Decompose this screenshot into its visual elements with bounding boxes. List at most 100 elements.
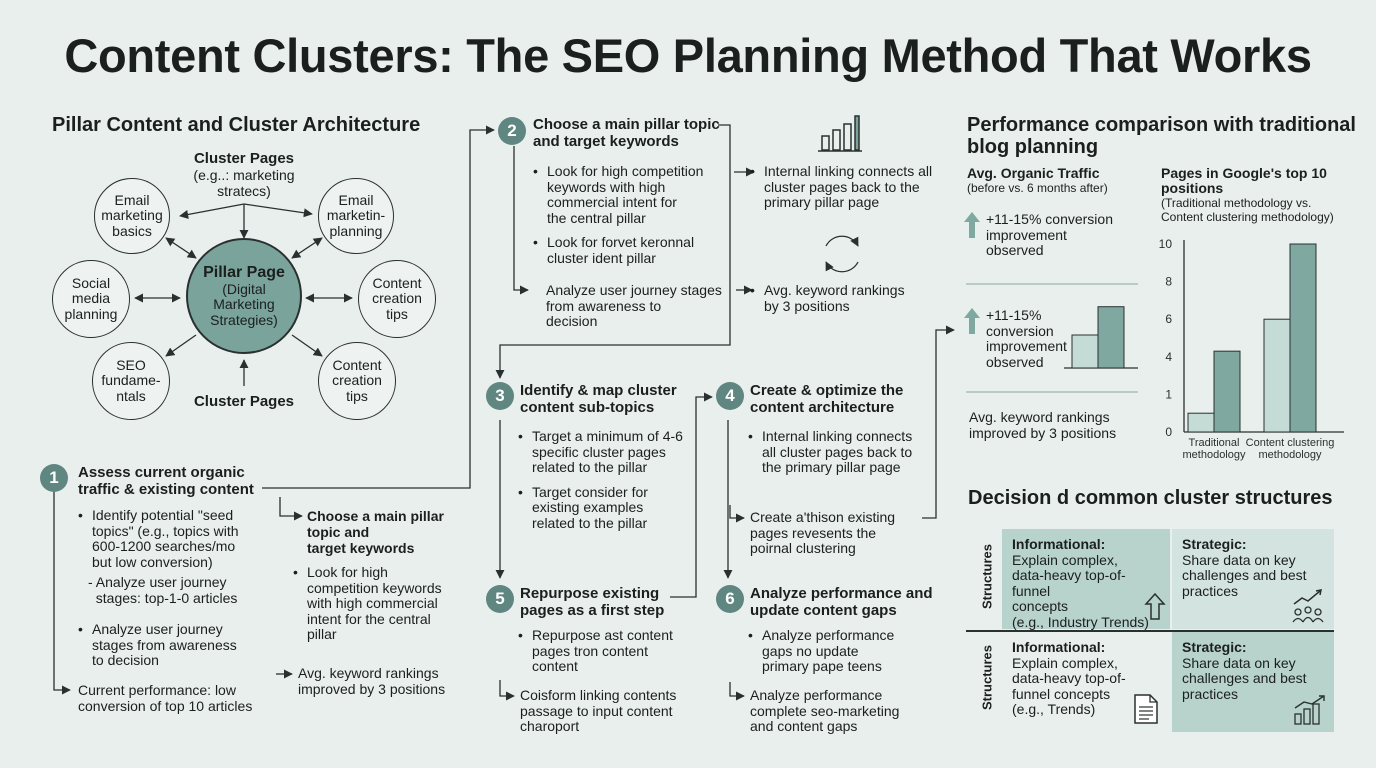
step-6-tail: Analyze performance complete seo-marketi… — [750, 687, 900, 734]
step-4-title: Create & optimize the content architectu… — [750, 382, 904, 416]
step-6-bullet-1: Analyze performance gaps no update prima… — [748, 627, 928, 675]
growth-chart-icon — [1294, 695, 1325, 725]
step-5-bullet-1: Repurpose ast content pages tron content… — [518, 627, 698, 675]
step-4-list: Internal linking connects all cluster pa… — [748, 428, 928, 485]
decision-divider — [966, 630, 1334, 632]
side-1-title: Choose a main pillar topic and target ke… — [307, 508, 444, 556]
step-1-list-2: Analyze user journey stages from awarene… — [78, 621, 268, 678]
traffic-sub: (before vs. 6 months after) — [967, 181, 1108, 195]
cluster-pages-top-sub: (e.g..: marketing stratecs) — [193, 167, 295, 199]
stat-2-text: +11-15% conversion improvement observed — [986, 307, 1067, 370]
info-2-text: Explain complex, data-heavy top-of- funn… — [1012, 654, 1126, 717]
y-tick-label: 0 — [1165, 425, 1172, 439]
side-2-bullet-2: Avg. keyword rankings by 3 positions — [750, 282, 950, 314]
row-label-2-text: Structures — [979, 644, 995, 711]
x-tick-label: Traditional — [1189, 437, 1240, 449]
step-1-title: Assess current organic traffic & existin… — [78, 464, 254, 498]
mini-bar — [1071, 334, 1099, 369]
step-1-sub-item: - Analyze user journey stages: top-1-0 a… — [88, 574, 238, 606]
step-3-bullet-1: Target a minimum of 4-6 specific cluster… — [518, 428, 698, 476]
step-3-list: Target a minimum of 4-6 specific cluster… — [518, 428, 698, 540]
pages-title: Pages in Google's top 10 positions — [1161, 165, 1327, 196]
step-5-list: Repurpose ast content pages tron content… — [518, 627, 698, 684]
y-tick-label: 4 — [1165, 350, 1172, 364]
decision-cell-info-1: Informational: Explain complex, data-hea… — [1002, 529, 1170, 629]
cycle-icon — [820, 232, 864, 276]
side-2-list-2: Avg. keyword rankings by 3 positions — [750, 282, 950, 323]
bar — [1187, 412, 1215, 433]
step-3-title: Identify & map cluster content sub-topic… — [520, 382, 677, 416]
strat-1-text: Share data on key challenges and best pr… — [1182, 551, 1307, 599]
step-1-bullet-2: Analyze user journey stages from awarene… — [78, 621, 268, 669]
info-1-text: Explain complex, data-heavy top-of-funne… — [1012, 551, 1149, 630]
document-icon — [1134, 694, 1158, 724]
x-tick-label: methodology — [1183, 449, 1246, 461]
row-label-2: Structures — [976, 644, 998, 716]
step-1-badge: 1 — [40, 464, 68, 492]
strat-2-text: Share data on key challenges and best pr… — [1182, 654, 1307, 702]
row-label-1-text: Structures — [979, 543, 995, 610]
step-4-bullet-1: Internal linking connects all cluster pa… — [748, 428, 928, 476]
x-tick-label: Content clustering — [1246, 437, 1335, 449]
bar — [1263, 318, 1291, 433]
step-6-badge: 6 — [716, 585, 744, 613]
up-arrow-outline-icon — [1144, 592, 1166, 620]
step-5-tail: Coisform linking contents passage to inp… — [520, 687, 677, 734]
side-2-list: Internal linking connects all cluster pa… — [750, 163, 950, 220]
x-tick-label: methodology — [1259, 449, 1322, 461]
info-1-title: Informational: — [1012, 536, 1106, 552]
step-2-bullet-2: Look for forvet keronnal cluster ident p… — [533, 234, 733, 266]
performance-heading: Performance comparison with traditional … — [967, 114, 1356, 158]
step-3-bullet-2: Target consider for existing examples re… — [518, 484, 698, 532]
traffic-title: Avg. Organic Traffic — [967, 165, 1100, 181]
step-4-badge: 4 — [716, 382, 744, 410]
step-5-badge: 5 — [486, 585, 514, 613]
bar — [1289, 243, 1317, 433]
side-2-bullet-1: Internal linking connects all cluster pa… — [750, 163, 950, 211]
strat-2-title: Strategic: — [1182, 639, 1247, 655]
cluster-circle-seo-fundamentals: SEO fundame- ntals — [92, 342, 170, 420]
info-2-title: Informational: — [1012, 639, 1106, 655]
side-1-list: Look for high competition keywords with … — [293, 564, 463, 652]
decision-heading: Decision d common cluster structures — [968, 487, 1333, 509]
pillar-page-circle: Pillar Page (Digital Marketing Strategie… — [186, 238, 302, 354]
step-3-badge: 3 — [486, 382, 514, 410]
mini-bar — [1097, 306, 1125, 369]
step-2-badge: 2 — [498, 117, 526, 145]
stat-2: +11-15% conversion improvement observed — [986, 307, 1067, 370]
pillar-sub: (Digital Marketing Strategies) — [210, 280, 278, 328]
y-tick-label: 10 — [1159, 237, 1173, 251]
bar — [1213, 350, 1241, 433]
cluster-pages-top-label: Cluster Pages — [193, 150, 295, 167]
step-1-tail: Current performance: low conversion of t… — [78, 682, 253, 714]
stat-1: +11-15% conversion improvement observed — [986, 211, 1113, 259]
rank-note: Avg. keyword rankings improved by 3 posi… — [969, 409, 1117, 441]
y-tick-label: 8 — [1165, 275, 1172, 289]
pages-sub: (Traditional methodology vs. Content clu… — [1161, 196, 1334, 224]
side-1-bullet-1: Look for high competition keywords with … — [293, 564, 463, 643]
page-title: Content Clusters: The SEO Planning Metho… — [64, 29, 1312, 82]
y-tick-label: 1 — [1165, 387, 1172, 401]
step-6-title: Analyze performance and update content g… — [750, 585, 933, 619]
step-2-title: Choose a main pillar topic and target ke… — [533, 116, 720, 150]
side-1-tail: Avg. keyword rankings improved by 3 posi… — [298, 665, 446, 697]
decision-cell-strat-2: Strategic: Share data on key challenges … — [1172, 632, 1334, 732]
up-arrow-icon — [964, 212, 980, 334]
step-2-tail: Analyze user journey stages from awarene… — [546, 282, 722, 329]
step-1-bullet-1: Identify potential "seed topics" (e.g., … — [78, 507, 268, 570]
cluster-circle-content-tips: Content creation tips — [358, 260, 436, 338]
cluster-circle-email-basics: Email marketing basics — [94, 178, 170, 254]
step-2-list: Look for high competition keywords with … — [533, 163, 733, 275]
architecture-heading: Pillar Content and Cluster Architecture — [52, 114, 421, 136]
cluster-circle-email-planning: Email marketin- planning — [318, 178, 394, 254]
cluster-pages-bottom-label: Cluster Pages — [193, 393, 295, 410]
step-6-list: Analyze performance gaps no update prima… — [748, 627, 928, 684]
team-growth-icon — [1292, 589, 1324, 623]
decision-cell-info-2: Informational: Explain complex, data-hea… — [1002, 632, 1170, 732]
strat-1-title: Strategic: — [1182, 536, 1247, 552]
step-1-list: Identify potential "seed topics" (e.g., … — [78, 507, 268, 579]
bar-chart-icon — [818, 115, 862, 152]
stat-1-text: +11-15% conversion improvement observed — [986, 211, 1113, 258]
